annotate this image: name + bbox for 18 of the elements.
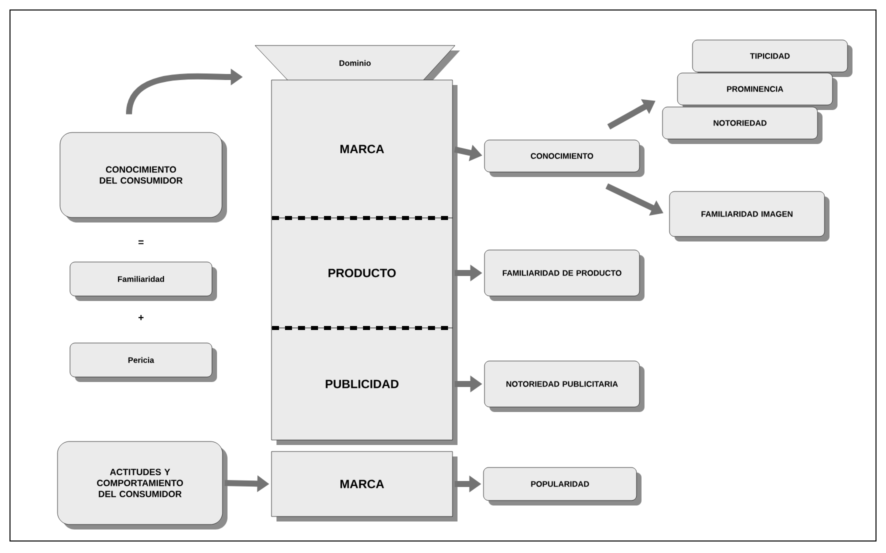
rounded-box: Pericia bbox=[70, 342, 217, 382]
section-box: MARCA bbox=[271, 451, 458, 522]
rounded-box: FAMILIARIDAD DE PRODUCTO bbox=[484, 250, 644, 301]
rounded-box: NOTORIEDAD bbox=[662, 106, 822, 144]
operator-sign: = bbox=[138, 240, 144, 244]
rounded-box: CONOCIMIENTO bbox=[484, 140, 644, 177]
rounded-box: Familiaridad bbox=[70, 262, 217, 301]
section-box: MARCA bbox=[271, 80, 458, 223]
rounded-box: NOTORIEDAD PUBLICITARIA bbox=[484, 360, 644, 412]
rounded-box: TIPICIDAD bbox=[692, 40, 852, 77]
rounded-box: POPULARIDAD bbox=[483, 467, 642, 506]
rounded-box: FAMILIARIDAD IMAGEN bbox=[669, 191, 830, 242]
rounded-box: CONOCIMIENTO DEL CONSUMIDOR bbox=[60, 132, 227, 222]
operator-sign: + bbox=[138, 315, 144, 320]
section-box: PRODUCTO bbox=[271, 218, 458, 333]
rounded-box: ACTITUDES Y COMPORTAMIENTO DEL CONSUMIDOR bbox=[57, 441, 228, 530]
section-box: PUBLICIDAD bbox=[271, 328, 458, 445]
rounded-box: PROMINENCIA bbox=[677, 72, 838, 110]
